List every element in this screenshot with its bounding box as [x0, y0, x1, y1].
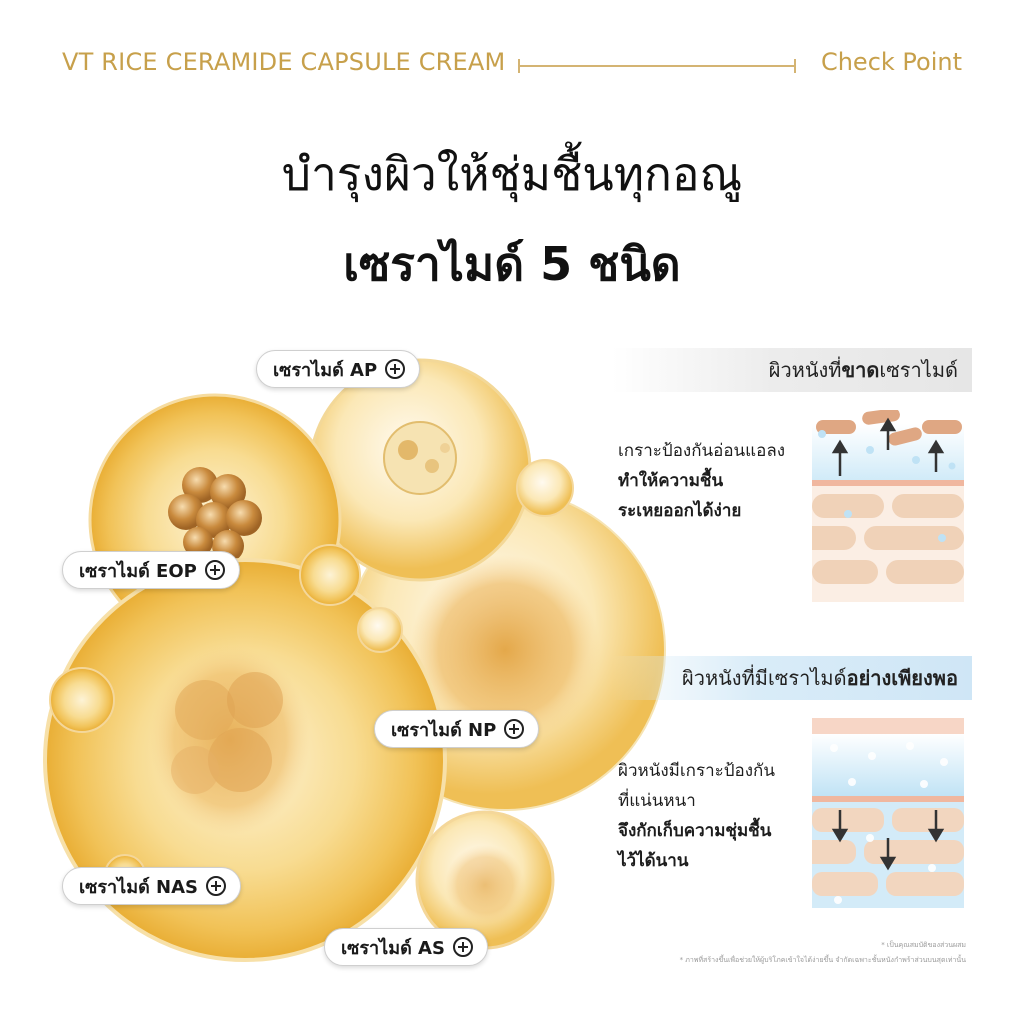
ceramide-eop-tag[interactable]: เซราไมด์ EOP: [62, 551, 240, 589]
footnote-1: * เป็นคุณสมบัติของส่วนผสม: [881, 941, 966, 949]
desc-line: เกราะป้องกันอ่อนแอลง: [618, 441, 786, 461]
sufficient-description: ผิวหนังมีเกราะป้องกัน ที่แน่นหนา จึงกักเ…: [618, 756, 775, 876]
header-divider: [518, 59, 796, 73]
desc-line: ทำให้ความชื้น: [618, 471, 724, 491]
desc-line: จึงกักเก็บความชุ่มชื้น: [618, 821, 772, 841]
ceramide-np-tag[interactable]: เซราไมด์ NP: [374, 710, 540, 748]
heading-text: ผิวหนังที่มีเซราไมด์: [682, 666, 847, 690]
check-point-label: Check Point: [820, 48, 962, 76]
lacking-description: เกราะป้องกันอ่อนแอลง ทำให้ความชื้น ระเหย…: [618, 436, 785, 526]
ceramide-ap-tag[interactable]: เซราไมด์ AP: [256, 350, 421, 388]
plus-circle-icon: [452, 937, 473, 957]
plus-circle-icon: [205, 876, 226, 896]
heading-text: ผิวหนังที่: [768, 358, 842, 382]
footnote-2: * ภาพที่สร้างขึ้นเพื่อช่วยให้ผู้บริโภคเข…: [679, 956, 966, 964]
ceramide-nas-label: เซราไมด์ NAS: [79, 876, 198, 898]
plus-circle-icon: [204, 560, 225, 580]
sufficient-ceramide-heading: ผิวหนังที่มีเซราไมด์อย่างเพียงพอ: [612, 656, 972, 700]
ceramide-eop-label: เซราไมด์ EOP: [79, 560, 197, 582]
ceramide-np-label: เซราไมด์ NP: [391, 719, 497, 741]
strong-barrier-skin-diagram: [812, 718, 964, 908]
ceramide-as-tag[interactable]: เซราไมด์ AS: [324, 928, 488, 966]
brand-name: VT RICE CERAMIDE CAPSULE CREAM: [62, 48, 506, 76]
subheadline: เซราไมด์ 5 ชนิด: [343, 237, 681, 291]
lacking-ceramide-heading: ผิวหนังที่ขาดเซราไมด์: [612, 348, 972, 392]
ceramide-ap-label: เซราไมด์ AP: [273, 359, 378, 381]
plus-circle-icon: [385, 359, 406, 379]
heading-text: เซราไมด์: [879, 358, 958, 382]
heading-emphasis: อย่างเพียงพอ: [846, 666, 958, 690]
plus-circle-icon: [504, 719, 525, 739]
desc-line: ไว้ได้นาน: [618, 851, 689, 871]
desc-line: ที่แน่นหนา: [618, 791, 696, 811]
ceramide-as-label: เซราไมด์ AS: [341, 937, 445, 959]
desc-line: ผิวหนังมีเกราะป้องกัน: [618, 761, 775, 781]
desc-line: ระเหยออกได้ง่าย: [618, 501, 742, 521]
weak-barrier-skin-diagram: [812, 410, 964, 602]
heading-emphasis: ขาด: [841, 358, 880, 382]
ceramide-nas-tag[interactable]: เซราไมด์ NAS: [62, 867, 241, 905]
headline: บำรุงผิวให้ชุ่มชื้นทุกอณู: [281, 147, 743, 201]
